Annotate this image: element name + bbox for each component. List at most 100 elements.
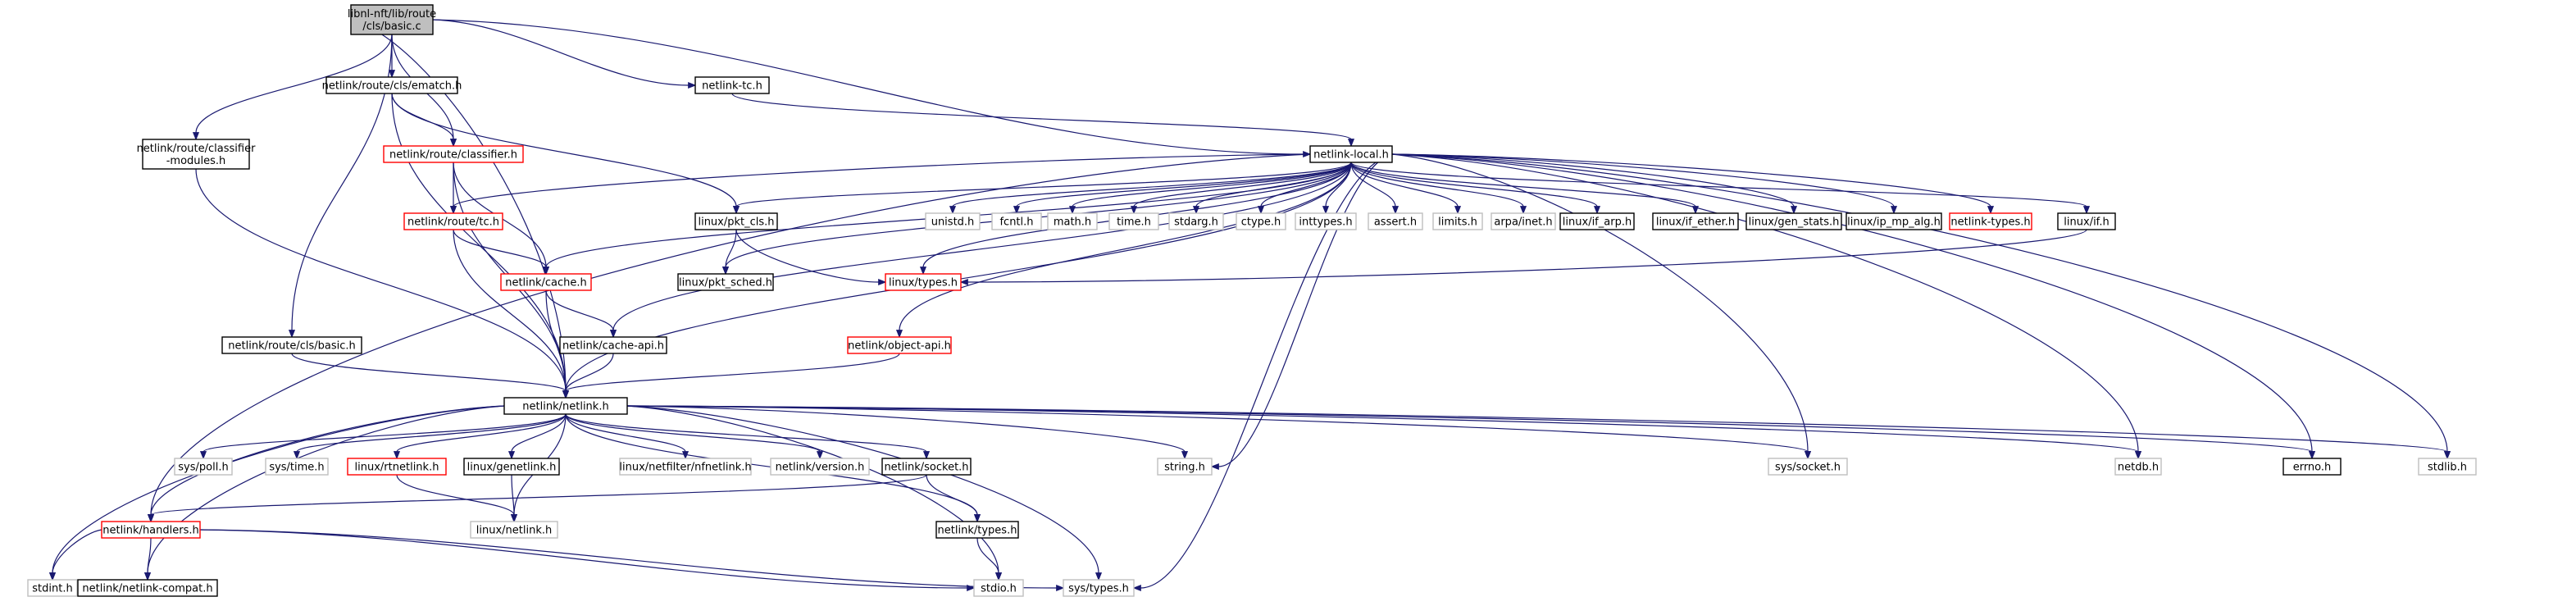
node-box-netlink [503, 397, 628, 415]
node-errno[interactable]: errno.h [2282, 458, 2342, 476]
node-limits: limits.h [1432, 212, 1483, 230]
node-label-root-line-1: libnl-nft/lib/route [348, 8, 436, 21]
node-netlink[interactable]: netlink/netlink.h [503, 397, 628, 415]
edge-local-to-linuxif [1350, 162, 2091, 215]
edge-local-to-assert [1350, 162, 1400, 215]
edge-pktcls-to-ltypes [735, 229, 887, 286]
edge-local-to-math [1068, 162, 1352, 215]
node-box-pktsched [677, 273, 774, 291]
node-label-systime: sys/time.h [269, 462, 324, 474]
node-objapi[interactable]: netlink/object-api.h [847, 336, 952, 354]
node-box-ltypes [885, 273, 962, 291]
node-label-netlink: netlink/netlink.h [522, 401, 608, 413]
node-label-objapi: netlink/object-api.h [848, 340, 951, 353]
node-label-cache: netlink/cache.h [505, 277, 587, 289]
node-genstats[interactable]: linux/gen_stats.h [1745, 212, 1842, 230]
node-layer: libnl-nft/lib/route/cls/basic.c netlink/r… [27, 4, 2477, 597]
node-box-string [1157, 458, 1213, 476]
edge-local-to-netdb [1391, 153, 2142, 460]
edge-socketh-to-nltypes2 [926, 474, 981, 523]
node-ifether[interactable]: linux/if_ether.h [1652, 212, 1739, 230]
edge-local-to-unistd [949, 162, 1352, 215]
edge-root-to-local [432, 19, 1312, 158]
node-rtc[interactable]: netlink/route/tc.h [403, 212, 503, 230]
edge-handlers-to-systypes [199, 529, 1065, 592]
node-label-linuxif: linux/if.h [2064, 216, 2109, 229]
node-genetlink[interactable]: linux/genetlink.h [463, 458, 560, 476]
node-label-compat: netlink/netlink-compat.h [82, 583, 212, 595]
node-handlers[interactable]: netlink/handlers.h [101, 521, 201, 539]
node-box-stdint [27, 579, 78, 597]
node-ipmp[interactable]: linux/ip_mp_alg.h [1846, 212, 1942, 230]
node-ematch[interactable]: netlink/route/cls/ematch.h [322, 76, 462, 94]
edge-netlink-to-syssocket [626, 405, 1812, 460]
node-box-cacheapi [559, 336, 667, 354]
edge-local-to-inttypes [1322, 162, 1352, 215]
node-rtnetlink[interactable]: linux/rtnetlink.h [347, 458, 447, 476]
node-label-version: netlink/version.h [776, 462, 865, 474]
node-math: math.h [1047, 212, 1098, 230]
node-clmods[interactable]: netlink/route/classifier-modules.h [137, 139, 257, 170]
node-label-rtc: netlink/route/tc.h [407, 216, 499, 229]
node-pktsched[interactable]: linux/pkt_sched.h [677, 273, 774, 291]
edge-local-to-nltypes [1391, 153, 1995, 215]
node-label-handlers: netlink/handlers.h [102, 525, 199, 537]
edge-local-to-stdarg [1192, 162, 1352, 215]
node-box-clsbasic [221, 336, 362, 354]
node-label-root-line-2: /cls/basic.c [362, 21, 421, 33]
node-clsbasic[interactable]: netlink/route/cls/basic.h [221, 336, 362, 354]
node-version: netlink/version.h [770, 458, 870, 476]
node-inttypes: inttypes.h [1295, 212, 1357, 230]
node-linuxif[interactable]: linux/if.h [2057, 212, 2116, 230]
node-box-ifether [1652, 212, 1739, 230]
node-ifarp[interactable]: linux/if_arp.h [1559, 212, 1635, 230]
node-label-stdarg: stdarg.h [1174, 216, 1218, 229]
edge-cacheapi-to-netlink [562, 353, 614, 399]
node-box-pktcls [694, 212, 778, 230]
edge-local-to-systypes [1132, 153, 1393, 592]
edge-netlink-to-compat [143, 405, 505, 581]
node-box-syssocket [1768, 458, 1848, 476]
node-cache[interactable]: netlink/cache.h [500, 273, 592, 291]
edge-netlink-to-string [626, 405, 1189, 460]
node-pktcls[interactable]: linux/pkt_cls.h [694, 212, 778, 230]
node-box-clmods [142, 139, 250, 170]
node-label-systypes: sys/types.h [1068, 583, 1129, 595]
node-nltypes2[interactable]: netlink/types.h [935, 521, 1019, 539]
node-label-clsbasic: netlink/route/cls/basic.h [228, 340, 355, 353]
node-classifier[interactable]: netlink/route/classifier.h [383, 145, 524, 163]
node-local[interactable]: netlink-local.h [1309, 145, 1393, 163]
node-label-arpainet: arpa/inet.h [1494, 216, 1552, 229]
edge-local-to-fcntl [1013, 162, 1352, 215]
node-label-syssocket: sys/socket.h [1775, 462, 1841, 474]
node-label-stdint: stdint.h [32, 583, 72, 595]
node-nltypes[interactable]: netlink-types.h [1949, 212, 2032, 230]
edge-local-to-cacheapi [609, 162, 1352, 339]
node-socketh[interactable]: netlink/socket.h [881, 458, 972, 476]
node-label-local: netlink-local.h [1313, 149, 1389, 162]
node-tch[interactable]: netlink-tc.h [694, 76, 770, 94]
node-box-handlers [101, 521, 201, 539]
node-label-ifether: linux/if_ether.h [1656, 216, 1735, 229]
node-cacheapi[interactable]: netlink/cache-api.h [559, 336, 667, 354]
edge-netlink-to-genetlink [507, 413, 567, 460]
edge-netlink-to-netdb [626, 405, 2142, 460]
node-ltypes[interactable]: linux/types.h [885, 273, 962, 291]
node-box-tch [694, 76, 770, 94]
node-box-systypes [1063, 579, 1135, 597]
node-box-nltypes [1949, 212, 2032, 230]
node-label-ipmp: linux/ip_mp_alg.h [1847, 216, 1941, 229]
node-label-ematch: netlink/route/cls/ematch.h [322, 80, 462, 93]
node-label-unistd: unistd.h [931, 216, 975, 229]
node-box-assert [1368, 212, 1423, 230]
node-label-ifarp: linux/if_arp.h [1563, 216, 1632, 229]
node-ctype: ctype.h [1236, 212, 1286, 230]
node-compat[interactable]: netlink/netlink-compat.h [77, 579, 218, 597]
edge-local-to-errno [1391, 153, 2316, 460]
node-box-linuxif [2057, 212, 2116, 230]
edge-root-to-tch [432, 19, 697, 89]
node-box-socketh [881, 458, 972, 476]
node-root: libnl-nft/lib/route/cls/basic.c [348, 4, 436, 35]
edge-socketh-to-handlers [147, 474, 927, 523]
